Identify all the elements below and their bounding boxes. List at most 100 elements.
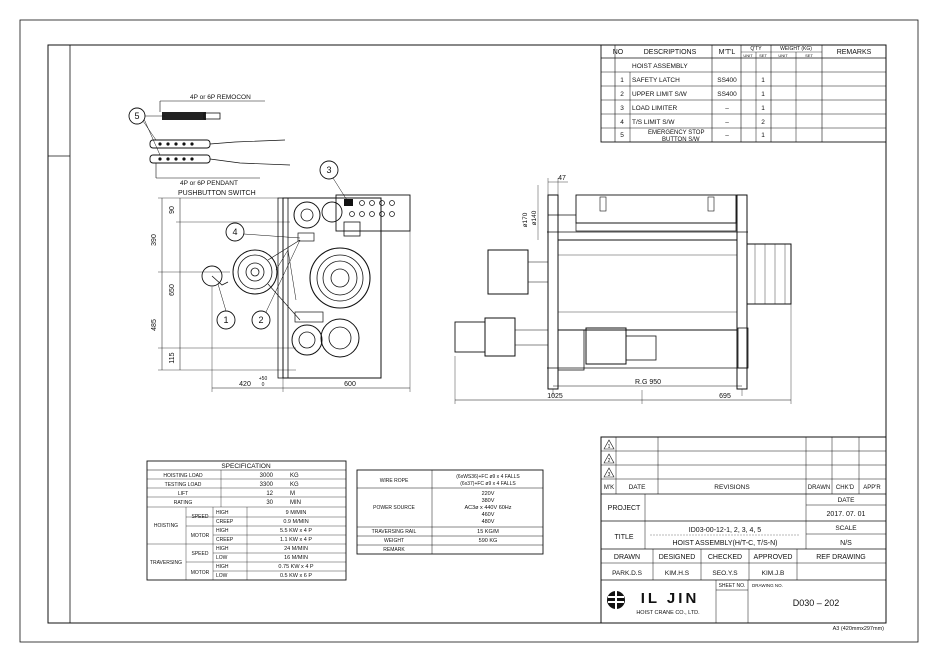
parts-row-mtl: – <box>725 132 729 139</box>
spec-high: HIGH <box>216 528 229 534</box>
parts-row-desc: UPPER LIMIT S/W <box>632 91 688 98</box>
parts-row-mtl: – <box>725 119 729 126</box>
spec2-weight: WEIGHT <box>384 538 404 544</box>
tb-chkd-header: CHK'D <box>836 485 855 491</box>
parts-row-set: 1 <box>761 77 765 84</box>
tb-designed: DESIGNED <box>659 554 696 561</box>
spec2-ps2: 380V <box>482 498 495 504</box>
spec-testing-load-value: 3300 <box>260 482 274 488</box>
tb-sheet-no: SHEET NO. <box>719 583 746 589</box>
tb-title-line2: HOIST ASSEMBLY(H/T-C, T/S-N) <box>672 540 777 547</box>
dim-115: 115 <box>169 352 176 363</box>
spec-rating-label: RATING <box>174 500 193 506</box>
company-name: IL JIN <box>641 590 700 607</box>
parts-assembly-label: HOIST ASSEMBLY <box>632 63 688 70</box>
tb-revisions: REVISIONS <box>714 484 750 491</box>
dim-650: 650 <box>169 284 176 296</box>
spec2-ps1: 220V <box>482 491 495 497</box>
spec2-ps4: 460V <box>482 512 495 518</box>
dim-695: 695 <box>719 393 731 400</box>
dim-390: 390 <box>151 234 158 246</box>
spec-lift-value: 12 <box>266 491 273 497</box>
parts-header-no: NO <box>613 49 624 56</box>
spec-t-motor-low: 0.5 KW x 6 P <box>280 573 312 579</box>
tb-date-header: DATE <box>629 484 647 491</box>
dim-rg-950: R.G 950 <box>635 379 661 386</box>
spec-rating-value: 30 <box>266 500 273 506</box>
spec2-weight-value: 590 KG <box>479 538 498 544</box>
spec-lift-label: LIFT <box>178 491 188 497</box>
spec-high: HIGH <box>216 510 229 516</box>
spec2-wire-rope: WIRE ROPE <box>380 478 409 484</box>
spec-motor: MOTOR <box>191 570 210 576</box>
dim-420-tol: +50 <box>259 376 268 382</box>
pushbutton-switch: 4P or 6P REMOCON 5 4P or 6P PENDANT PUSH… <box>128 94 291 197</box>
parts-header-qty-unit: UNIT <box>743 53 753 58</box>
tb-ref-drawing: REF DRAWING <box>816 554 866 561</box>
spec-hoisting-load-unit: KG <box>290 473 299 479</box>
dim-90: 90 <box>169 206 176 214</box>
dim-47: 47 <box>558 175 566 182</box>
tb-checked: CHECKED <box>708 554 742 561</box>
rev-mark: 2 <box>608 458 611 464</box>
dim-140: ø140 <box>531 210 538 225</box>
spec-traversing: TRAVERSING <box>150 560 182 566</box>
spec-t-speed-high: 24 M/MIN <box>284 546 308 552</box>
spec-creep: CREEP <box>216 537 234 543</box>
revision-triangle-icon <box>603 467 615 478</box>
spec-lift-unit: M <box>290 491 295 497</box>
parts-row-set: 1 <box>761 105 765 112</box>
tb-project-label: PROJECT <box>608 505 641 512</box>
front-view: 47 ø170 ø140 R.G 950 1025 695 <box>454 175 792 404</box>
spec-speed: SPEED <box>192 551 209 557</box>
spec-t-motor-high: 0.75 KW x 4 P <box>278 564 313 570</box>
spec2-table: WIRE ROPE (6xWS36)+FC ø9 x 4 FALLS (6x37… <box>356 469 544 555</box>
spec-motor: MOTOR <box>191 533 210 539</box>
spec-hoisting-load-label: HOISTING LOAD <box>163 473 203 479</box>
balloon-2: 2 <box>258 315 263 325</box>
spec-testing-load-unit: KG <box>290 482 299 488</box>
parts-row-desc: T/S LIMIT S/W <box>632 119 675 126</box>
parts-row-set: 1 <box>761 132 765 139</box>
parts-row-no: 2 <box>620 91 624 98</box>
tb-appr-header: APP'R <box>863 485 881 491</box>
tb-drawn-by: PARK.D.S <box>612 570 643 577</box>
balloon-1: 1 <box>223 315 228 325</box>
side-view: 90 390 650 485 115 420 +50 0 600 1 2 3 4 <box>151 160 411 392</box>
parts-header-descriptions: DESCRIPTIONS <box>644 49 697 56</box>
spec2-wire-rope-v1: (6xWS36)+FC ø9 x 4 FALLS <box>456 474 520 480</box>
tb-title-label: TITLE <box>614 534 633 541</box>
spec-low: LOW <box>216 555 228 561</box>
dim-170: ø170 <box>522 212 529 227</box>
parts-row-set: 1 <box>761 91 765 98</box>
spec-rating-unit: MIN <box>290 500 301 506</box>
spec2-remark: REMARK <box>383 547 405 553</box>
balloon-5: 5 <box>134 111 139 121</box>
tb-date-label: DATE <box>838 497 856 504</box>
spec-hoisting-load-value: 3000 <box>260 473 274 479</box>
spec-h-motor-creep: 1.1 KW x 4 P <box>280 537 312 543</box>
pendant-label: 4P or 6P PENDANT <box>180 180 238 187</box>
spec-high: HIGH <box>216 546 229 552</box>
spec2-traversing-rail: TRAVERSING RAIL <box>372 529 417 535</box>
balloon-3: 3 <box>326 165 331 175</box>
tb-drawn-header: DRAWN <box>808 485 830 491</box>
remocon-label: 4P or 6P REMOCON <box>190 94 251 101</box>
tb-drawn: DRAWN <box>614 554 640 561</box>
spec-hoisting: HOISTING <box>154 523 178 529</box>
parts-table: NO DESCRIPTIONS M'T'L Q'TY UNIT SET WEIG… <box>600 44 887 143</box>
parts-header-mtl: M'T'L <box>719 49 736 56</box>
parts-header-remarks: REMARKS <box>837 49 872 56</box>
spec2-wire-rope-v2: (6x37)+FC ø9 x 4 FALLS <box>460 481 516 487</box>
revision-triangle-icon <box>603 453 615 464</box>
spec-high: HIGH <box>216 564 229 570</box>
parts-row-set: 2 <box>761 119 765 126</box>
tb-checked-by: SEO.Y.S <box>712 570 738 577</box>
rev-mark: 1 <box>608 444 611 450</box>
balloon-4: 4 <box>232 227 237 237</box>
parts-header-qty: Q'TY <box>750 46 762 52</box>
tb-approved-by: KIM.J.B <box>762 570 785 577</box>
spec2-ps5: 480V <box>482 519 495 525</box>
tb-drawing-no-label: DRAWING NO. <box>752 583 783 588</box>
